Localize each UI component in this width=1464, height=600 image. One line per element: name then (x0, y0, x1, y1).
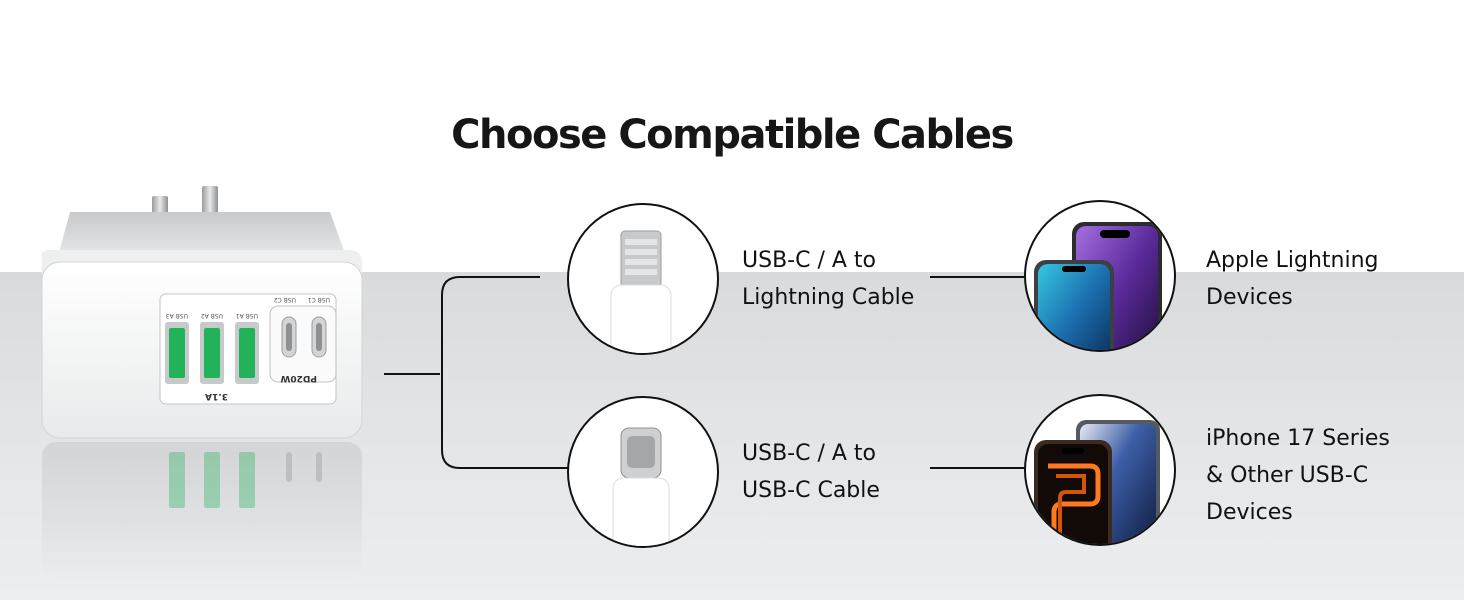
lightning-cable-label: USB-C / A to Lightning Cable (742, 248, 915, 310)
usb-c-phone-pair-icon (1034, 420, 1160, 544)
lightning-devices-label: Apple Lightning Devices (1206, 248, 1379, 310)
port-label-usb-a1: USB A1 (236, 312, 258, 319)
usb-c-connector-icon (612, 427, 670, 546)
page-title: Choose Compatible Cables (451, 112, 1014, 158)
usb-a-port (165, 322, 189, 384)
usb-c-devices-circle (1024, 394, 1176, 546)
port-label-usb-c2: USB C2 (274, 296, 296, 303)
lightning-cable-circle (567, 203, 719, 355)
usb-c-cable-label: USB-C / A to USB-C Cable (742, 441, 880, 503)
port-label-usb-c1: USB C1 (308, 296, 330, 303)
lightning-connector-icon (610, 230, 672, 353)
usb-a-rating: 3.1A (205, 391, 228, 401)
usb-c-cable-circle (567, 396, 719, 548)
usb-c-devices-label: iPhone 17 Series & Other USB-C Devices (1206, 426, 1390, 525)
usb-c-rating: PD20W (280, 373, 317, 383)
usb-a-port (200, 322, 224, 384)
usb-a-port (235, 322, 259, 384)
wall-charger: USB A3 USB A2 USB A1 USB C2 USB C1 3.1A … (30, 180, 370, 580)
port-label-usb-a2: USB A2 (201, 312, 223, 319)
lightning-devices-circle (1024, 200, 1176, 352)
iphone-pair-icon (1034, 222, 1162, 350)
port-label-usb-a3: USB A3 (166, 312, 188, 319)
